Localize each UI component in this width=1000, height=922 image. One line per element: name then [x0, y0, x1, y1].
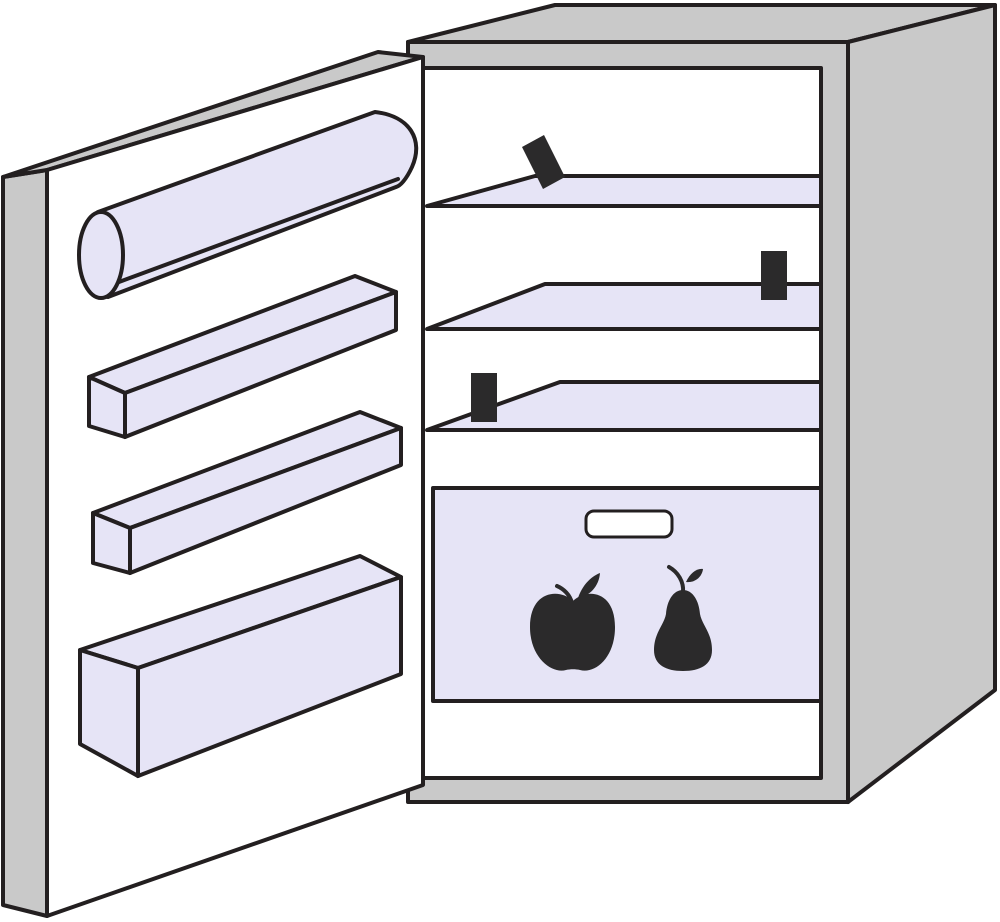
bin-end-cap: [77, 210, 125, 300]
door-bin-4: [78, 554, 403, 778]
shelf-surface: [425, 282, 823, 331]
door-bin-3: [91, 410, 403, 575]
door-edge: [1, 168, 49, 918]
shelf-clip: [761, 251, 787, 300]
shelf-surface: [425, 174, 823, 208]
cabinet-side: [846, 3, 997, 804]
apple-icon: [530, 573, 615, 671]
shelf-surface: [425, 380, 823, 432]
shelf-clip: [471, 373, 497, 422]
drawer-handle[interactable]: [584, 509, 674, 539]
shelf-2: [425, 251, 823, 331]
door-bin-2: [87, 274, 398, 439]
pear-icon: [654, 565, 712, 671]
shelf-1: [425, 135, 823, 208]
refrigerator-door[interactable]: [1, 50, 425, 918]
door-bin-1: [77, 110, 419, 300]
shelf-clip: [522, 135, 565, 189]
crisper-drawer[interactable]: [431, 486, 823, 703]
shelf-3: [425, 373, 823, 432]
